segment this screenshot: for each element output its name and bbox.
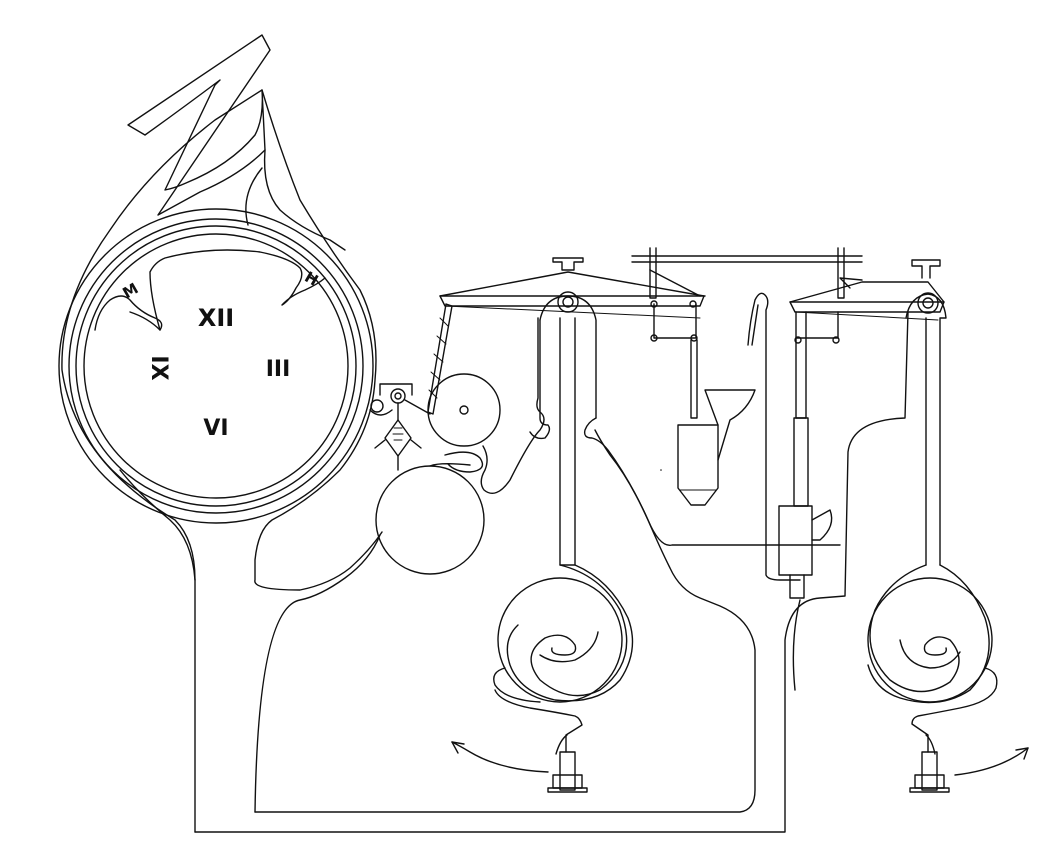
right-balance-beam [778,259,947,599]
left-spiral-weight [493,564,634,793]
clock-housing [58,34,383,591]
dial-marker-left: M [120,279,142,302]
left-balance-beam [439,257,841,566]
central-valve [650,303,756,506]
linkage-rod [427,303,453,415]
clock-dial: XII III VI IX M H [94,249,326,441]
dial-numeral-nine: IX [146,355,171,380]
top-crossbar [631,247,863,299]
rotation-arrows [451,741,1029,776]
gear-wheels [375,317,545,575]
dial-numeral-twelve: XII [198,304,234,332]
escapement-assembly [369,383,431,471]
right-rotation-arrow [954,747,1029,776]
dial-numeral-six: VI [203,416,228,441]
hook [747,292,801,581]
base-frame [119,311,909,833]
left-rotation-arrow [451,741,549,773]
right-spiral-weight [867,564,998,793]
dial-numeral-three: III [266,357,291,382]
dot-mark [660,469,662,471]
